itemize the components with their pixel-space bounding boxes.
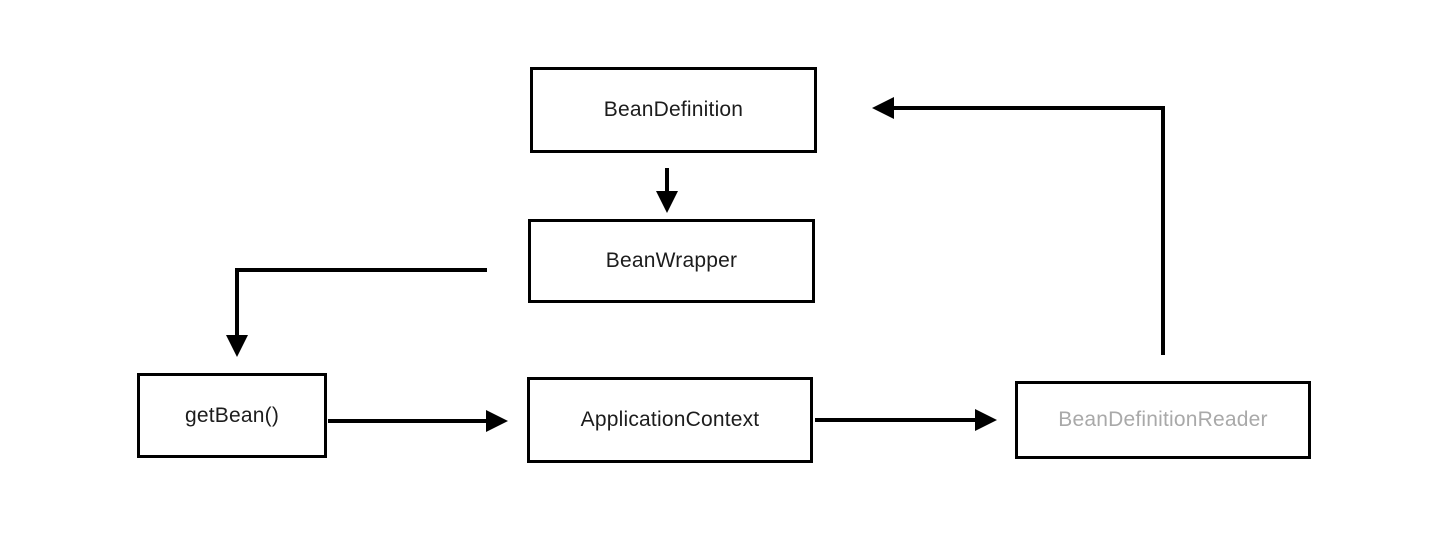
node-applicationcontext: ApplicationContext — [527, 377, 813, 463]
node-beandefinitionreader: BeanDefinitionReader — [1015, 381, 1311, 459]
node-beandefinition: BeanDefinition — [530, 67, 817, 153]
node-getbean-label: getBean() — [184, 403, 280, 427]
arrow-beandefinition-to-beanwrapper — [656, 168, 678, 213]
arrow-beanwrapper-to-getbean — [226, 268, 487, 357]
node-beanwrapper-label: BeanWrapper — [605, 249, 738, 272]
node-getbean: getBean() — [137, 373, 327, 458]
arrow-getbean-to-applicationcontext — [328, 410, 508, 432]
node-beandefinitionreader-label: BeanDefinitionReader — [1058, 408, 1268, 431]
node-beandefinition-label: BeanDefinition — [603, 98, 744, 121]
arrow-beandefinitionreader-to-beandefinition — [872, 97, 1165, 355]
node-beanwrapper: BeanWrapper — [528, 219, 815, 303]
arrow-applicationcontext-to-beandefinitionreader — [815, 409, 997, 431]
node-applicationcontext-label: ApplicationContext — [580, 408, 760, 431]
